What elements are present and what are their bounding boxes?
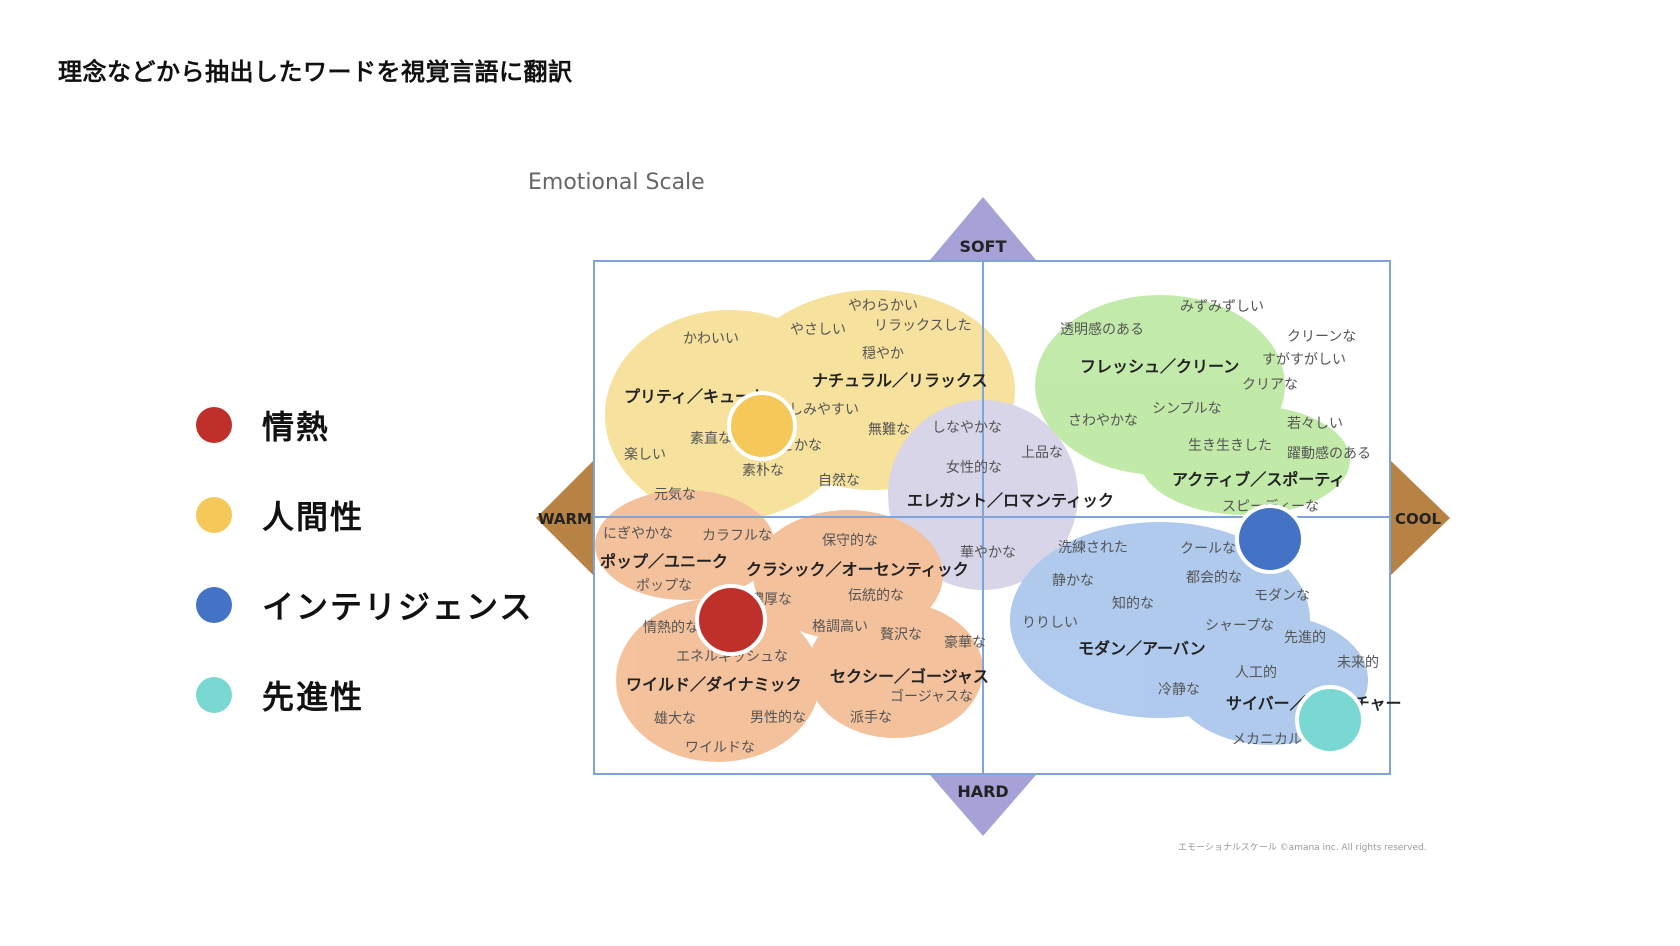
word-label: 派手な <box>850 710 892 726</box>
marker-passion <box>695 584 767 656</box>
word-label: 情熱的な <box>643 620 699 636</box>
group-label-pop-unique: ポップ／ユニーク <box>600 552 728 571</box>
axis-label-hard: HARD <box>957 782 1008 801</box>
group-label-natural-relax: ナチュラル／リラックス <box>812 371 988 390</box>
word-label: にぎやかな <box>603 526 673 542</box>
word-label: 透明感のある <box>1060 321 1144 338</box>
blob-active-sporty <box>1140 405 1350 515</box>
word-label: 伝統的な <box>848 588 904 604</box>
word-label: 素朴な <box>742 463 784 479</box>
word-label: 無難な <box>868 422 910 438</box>
word-label: クリアな <box>1242 377 1298 393</box>
legend-label-passion: 情熱 <box>262 408 331 446</box>
group-label-active-sporty: アクティブ／スポーティ <box>1172 470 1345 489</box>
legend-item-passion: 情熱 <box>196 402 330 448</box>
word-label: 先進的 <box>1284 630 1326 646</box>
legend-label-humanity: 人間性 <box>262 498 365 536</box>
word-label: モダンな <box>1254 588 1310 604</box>
word-label: 穏やか <box>862 346 904 362</box>
page-title: 理念などから抽出したワードを視覚言語に翻訳 <box>58 58 573 86</box>
word-label: しなやかな <box>932 420 1002 436</box>
word-label: カラフルな <box>702 528 772 544</box>
soft-arrow <box>930 197 1036 260</box>
word-label: 自然な <box>818 472 860 489</box>
word-label: 知的な <box>1112 595 1154 612</box>
cool-arrow <box>1390 460 1450 576</box>
marker-humanity <box>727 391 797 461</box>
word-label: 保守的な <box>822 533 878 549</box>
word-label: りりしい <box>1022 615 1078 631</box>
word-label: ポップな <box>636 578 692 594</box>
blob-wild-dynamic <box>616 598 820 762</box>
word-label: やわらかい <box>848 298 918 314</box>
word-label: 楽しい <box>624 447 666 463</box>
word-label: 雄大な <box>654 711 696 727</box>
legend-item-humanity: 人間性 <box>196 492 364 538</box>
word-label: 贅沢な <box>880 626 922 643</box>
word-label: 洗練された <box>1058 540 1128 556</box>
word-label: 躍動感のある <box>1287 445 1371 462</box>
word-label: エネルギッシュな <box>676 649 788 665</box>
word-label: シャープな <box>1205 618 1274 634</box>
word-label: みずみずしい <box>1180 299 1264 315</box>
legend-dot-progressiveness <box>196 677 232 713</box>
word-label: ゴージャスな <box>890 688 973 705</box>
group-label-sexy-gorgeous: セクシー／ゴージャス <box>830 667 989 686</box>
word-label: かわいい <box>683 331 739 347</box>
word-label: 親しみやすい <box>775 402 859 418</box>
word-label: クールな <box>1180 541 1236 557</box>
word-label: クリーンな <box>1287 329 1356 345</box>
group-label-wild-dynamic: ワイルド／ダイナミック <box>626 675 802 694</box>
word-label: 未来的 <box>1337 655 1379 671</box>
group-label-classic-authentic: クラシック／オーセンティック <box>746 560 969 579</box>
word-label: 生き生きした <box>1188 438 1272 454</box>
axis-label-cool: COOL <box>1395 510 1442 528</box>
warm-arrow <box>536 460 594 576</box>
word-label: 華やかな <box>960 545 1016 561</box>
legend-item-intelligence: インテリジェンス <box>196 582 533 628</box>
group-label-elegant-romantic: エレガント／ロマンティック <box>907 491 1114 510</box>
word-label: 女性的な <box>946 459 1002 476</box>
word-label: 静かな <box>1052 573 1094 589</box>
word-label: リラックスした <box>874 318 972 334</box>
group-label-modern-urban: モダン／アーバン <box>1078 639 1206 658</box>
word-label: 元気な <box>654 487 696 503</box>
word-label: 若々しい <box>1287 416 1343 432</box>
legend-label-progressiveness: 先進性 <box>262 678 365 716</box>
group-label-fresh-clean: フレッシュ／クリーン <box>1080 357 1239 376</box>
marker-progressiveness <box>1295 685 1365 755</box>
legend-item-progressiveness: 先進性 <box>196 672 364 718</box>
word-label: 豪華な <box>944 635 986 651</box>
word-label: ワイルドな <box>685 740 755 756</box>
group-label-pretty-cute: プリティ／キュート <box>624 387 767 406</box>
word-label: 男性的な <box>750 710 806 726</box>
legend-dot-humanity <box>196 497 232 533</box>
word-label: 格調高い <box>812 618 868 635</box>
blob-sexy-gorgeous <box>807 602 983 738</box>
diagram-title: Emotional Scale <box>528 170 705 195</box>
hard-arrow <box>930 775 1036 836</box>
word-label: 上品な <box>1021 445 1063 461</box>
word-label: 素直な <box>690 430 732 447</box>
word-label: すがすがしい <box>1262 352 1346 368</box>
axis-label-warm: WARM <box>538 510 592 528</box>
word-label: やさしい <box>790 322 846 338</box>
word-label: シンプルな <box>1152 401 1222 417</box>
marker-intelligence <box>1235 504 1305 574</box>
legend-dot-passion <box>196 407 232 443</box>
word-label: 人工的 <box>1235 665 1277 681</box>
legend-label-intelligence: インテリジェンス <box>262 588 534 626</box>
word-label: 都会的な <box>1186 570 1242 586</box>
word-label: さわやかな <box>1068 413 1138 429</box>
word-label: 冷静な <box>1158 682 1200 698</box>
legend-dot-intelligence <box>196 587 232 623</box>
axis-label-soft: SOFT <box>960 237 1007 256</box>
word-label: メカニカルな <box>1232 732 1316 748</box>
copyright-note: エモーショナルスケール ©amana inc. All rights reser… <box>1178 843 1427 853</box>
